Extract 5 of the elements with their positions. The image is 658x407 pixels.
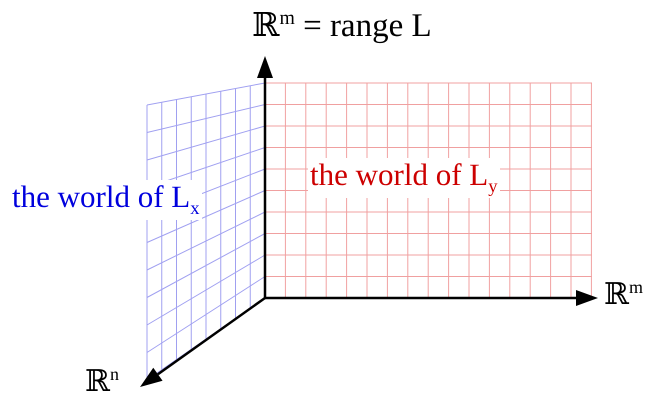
plane-label: the world of L$_{x}$ (10, 180, 202, 220)
axis-title: ℝ$^{m}$ = range L (251, 8, 433, 44)
axis-label: ℝ$^{m}$ (603, 278, 644, 311)
axis-label: ℝ$^{n}$ (84, 365, 120, 398)
plane-label: the world of L$_{y}$ (308, 158, 500, 198)
